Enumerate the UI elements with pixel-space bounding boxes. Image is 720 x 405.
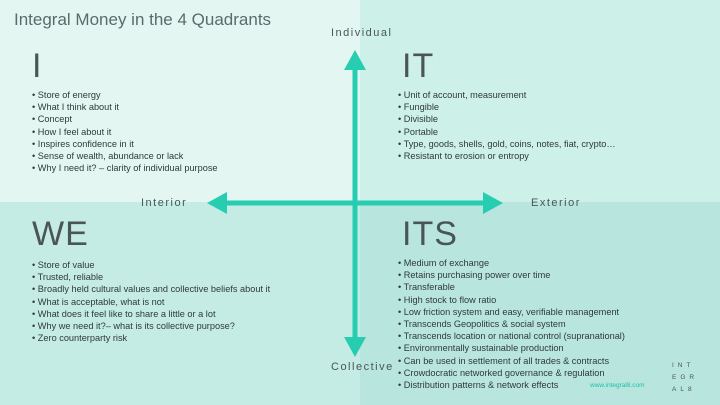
- arrow-left-head: [207, 192, 227, 214]
- list-item: What is acceptable, what is not: [32, 296, 270, 308]
- list-item: Transcends Geopolitics & social system: [398, 318, 625, 330]
- axis-label-collective: Collective: [331, 361, 394, 373]
- quadrant-list-we: Store of value Trusted, reliable Broadly…: [32, 259, 271, 344]
- list-item: Why we need it?– what is its collective …: [32, 320, 270, 332]
- list-item: Why I need it? – clarity of individual p…: [32, 162, 218, 174]
- list-item: Resistant to erosion or entropy: [398, 150, 616, 162]
- list-item: Can be used in settlement of all trades …: [398, 355, 625, 367]
- list-item: Fungible: [398, 101, 616, 113]
- list-item: Transferable: [398, 281, 625, 293]
- quadrant-list-its: Medium of exchange Retains purchasing po…: [398, 257, 625, 391]
- list-item: Crowdocratic networked governance & regu…: [398, 367, 625, 379]
- axis-label-interior: Interior: [141, 197, 188, 209]
- list-item: Medium of exchange: [398, 257, 625, 269]
- list-item: Sense of wealth, abundance or lack: [32, 150, 218, 162]
- list-item: Unit of account, measurement: [398, 89, 616, 101]
- quadrant-list-it: Unit of account, measurement Fungible Di…: [398, 89, 616, 162]
- list-item: Distribution patterns & network effects: [398, 379, 625, 391]
- arrow-right-head: [483, 192, 503, 214]
- quadrant-list-i: Store of energy What I think about it Co…: [32, 89, 218, 174]
- slide-title: Integral Money in the 4 Quadrants: [14, 10, 272, 29]
- brand-logo-row: INT: [672, 362, 695, 369]
- list-item: How I feel about it: [32, 126, 218, 138]
- list-item: Retains purchasing power over time: [398, 269, 625, 281]
- list-item: Store of value: [32, 259, 270, 271]
- list-item: Divisible: [398, 113, 616, 125]
- list-item: Portable: [398, 126, 616, 138]
- list-item: Broadly held cultural values and collect…: [32, 283, 270, 295]
- list-item: Trusted, reliable: [32, 271, 270, 283]
- brand-url: www.integral8.com: [590, 382, 645, 389]
- arrow-down-head: [344, 337, 366, 357]
- quadrant-heading-we: WE: [32, 215, 89, 253]
- list-item: What I think about it: [32, 101, 218, 113]
- list-item: What does it feel like to share a little…: [32, 308, 270, 320]
- list-item: Store of energy: [32, 89, 218, 101]
- axis-label-exterior: Exterior: [531, 197, 581, 209]
- list-item: Low friction system and easy, verifiable…: [398, 306, 625, 318]
- list-item: Concept: [32, 113, 218, 125]
- list-item: Transcends location or national control …: [398, 330, 625, 342]
- quadrant-heading-it: IT: [402, 47, 435, 85]
- list-item: Inspires confidence in it: [32, 138, 218, 150]
- quadrant-heading-i: I: [32, 47, 43, 85]
- list-item: Zero counterparty risk: [32, 332, 270, 344]
- arrow-up-head: [344, 50, 366, 70]
- list-item: High stock to flow ratio: [398, 294, 625, 306]
- quadrant-heading-its: ITS: [402, 215, 458, 253]
- axis-label-individual: Individual: [331, 27, 393, 39]
- list-item: Type, goods, shells, gold, coins, notes,…: [398, 138, 616, 150]
- brand-logo: INT EGR AL8: [672, 360, 698, 396]
- brand-logo-row: AL8: [672, 386, 696, 393]
- brand-logo-row: EGR: [672, 374, 699, 381]
- list-item: Environmentally sustainable production: [398, 342, 625, 354]
